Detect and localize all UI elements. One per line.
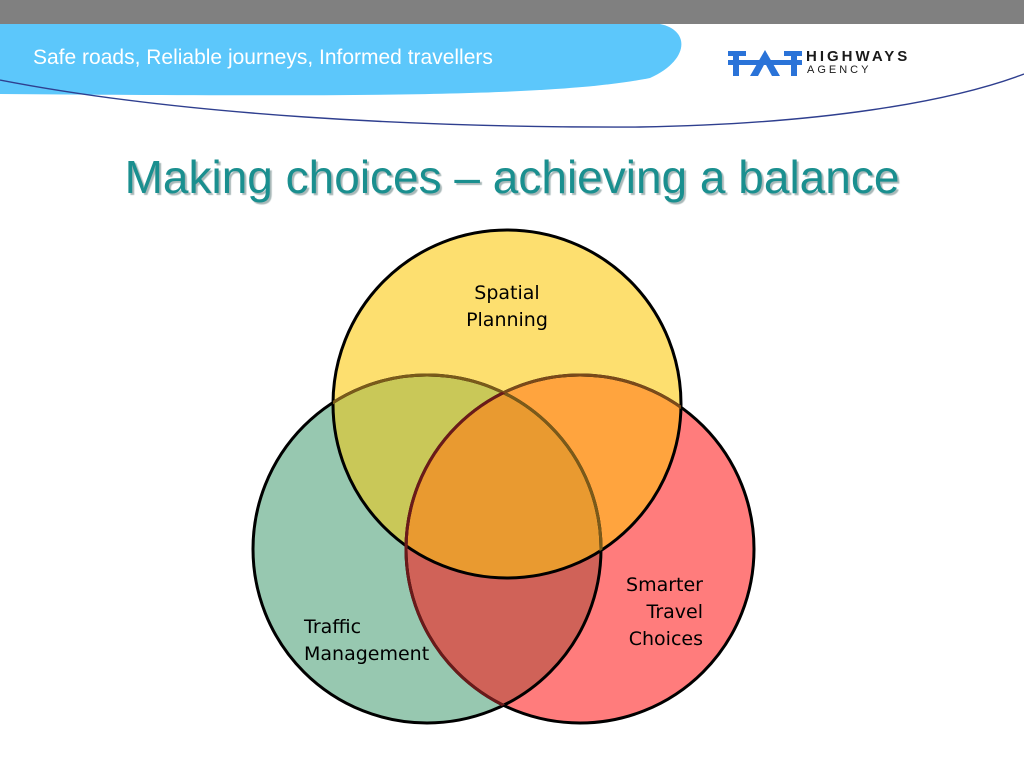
- header-band: [0, 24, 1024, 128]
- label-line: Spatial: [474, 282, 540, 304]
- page-title: Making choices – achieving a balance: [124, 151, 900, 203]
- label-line: Smarter: [626, 574, 703, 596]
- label-spatial-planning: Spatial Planning: [442, 280, 572, 334]
- highways-agency-logo: HIGHWAYS AGENCY: [728, 46, 958, 80]
- logo-text-highways: HIGHWAYS: [806, 48, 911, 65]
- label-line: Traffic: [304, 616, 362, 638]
- label-smarter-travel-choices: Smarter Travel Choices: [560, 572, 703, 653]
- header-tagline: Safe roads, Reliable journeys, Informed …: [33, 46, 493, 69]
- label-line: Management: [304, 643, 430, 665]
- overlap-all-three: [406, 375, 601, 578]
- label-line: Planning: [466, 309, 548, 331]
- label-line: Travel: [646, 601, 703, 623]
- label-traffic-management: Traffic Management: [304, 614, 429, 668]
- logo-text-agency: AGENCY: [807, 64, 872, 76]
- overlap-outline-traffic: [333, 373, 603, 578]
- label-line: Choices: [628, 628, 703, 650]
- top-bar: [0, 0, 1024, 24]
- overlap-outline-smarter-traffic: [404, 375, 601, 723]
- header-swoosh-line: [0, 73, 1024, 128]
- highways-logo-icon: [728, 50, 802, 76]
- header-accent-band: [0, 24, 682, 96]
